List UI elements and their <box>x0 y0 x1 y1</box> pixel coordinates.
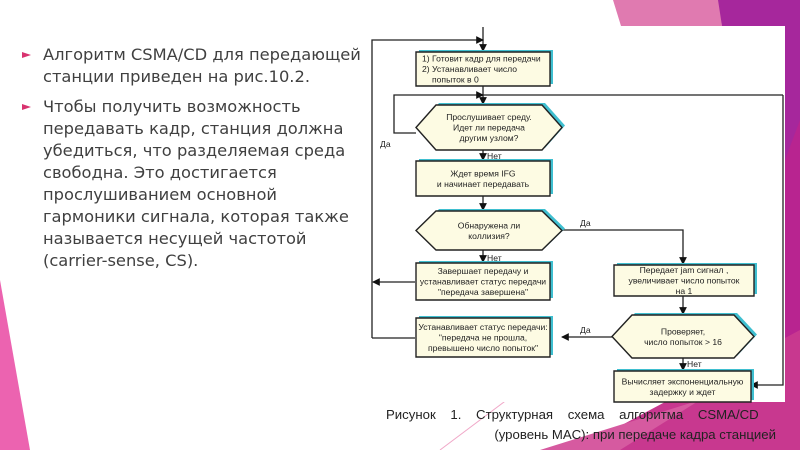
flow-node-fail: Устанавливает статус передачи:"передача … <box>415 316 553 358</box>
node-text: увеличивает число попыток <box>629 276 740 286</box>
bullet-text: Чтобы получить возможность передавать ка… <box>43 97 349 270</box>
node-text: коллизия? <box>468 231 510 241</box>
node-shape <box>415 104 563 151</box>
node-text: задержку и ждет <box>650 387 716 397</box>
node-text: устанавливает статус передачи <box>420 277 546 287</box>
node-text: "передача не прошла, <box>439 333 527 343</box>
bullet-item: Чтобы получить возможность передавать ка… <box>22 96 362 272</box>
node-text: и начинает передавать <box>437 179 530 189</box>
node-shape <box>414 210 564 251</box>
node-text: Идет ли передача <box>453 123 525 133</box>
bullet-list: Алгоритм CSMA/CD для передающей станции … <box>22 44 362 280</box>
connector-inner-loop <box>393 91 484 134</box>
node-text: превышено число попыток" <box>428 343 538 353</box>
label-check-yes: Да <box>580 325 591 335</box>
node-shape <box>613 370 752 403</box>
left-pink-wedge <box>0 280 30 450</box>
node-shape <box>415 51 551 87</box>
node-shape <box>415 262 551 301</box>
node-text: Передает jam сигнал , <box>640 265 729 275</box>
node-text: Проверяет, <box>661 326 705 336</box>
node-text: на 1 <box>676 286 693 296</box>
top-pink-band <box>613 0 722 26</box>
label-check-no: Нет <box>687 359 702 369</box>
node-text: попыток в 0 <box>432 75 479 85</box>
figure-caption: Рисунок 1. Структурная схема алгоритма C… <box>386 405 776 445</box>
node-shape <box>415 160 551 197</box>
connector-backoff-loop <box>750 95 784 389</box>
label-listen-no: Нет <box>487 151 502 161</box>
connector-outer-loop <box>371 36 484 338</box>
node-text: 2) Устанавливает число <box>422 64 517 74</box>
flow-node-jam: Передает jam сигнал ,увеличивает число п… <box>613 263 757 297</box>
caption-line-1: Рисунок 1. Структурная схема алгоритма C… <box>386 407 759 422</box>
bullet-arrow-icon <box>22 52 31 58</box>
caption-line-2: (уровень MAC): при передаче кадра станци… <box>494 427 776 442</box>
label-listen-yes: Да <box>380 139 391 149</box>
bottom-pink-light <box>540 400 700 450</box>
flow-node-check: Проверяет,число попыток > 16 <box>611 313 757 359</box>
node-shape <box>611 314 755 359</box>
bullet-item: Алгоритм CSMA/CD для передающей станции … <box>22 44 362 88</box>
connector-collision-jam <box>562 229 687 265</box>
node-text: другим узлом? <box>460 133 519 143</box>
label-collision-no: Нет <box>487 253 502 263</box>
node-text: Прослушивает среду. <box>446 112 532 122</box>
label-collision-yes: Да <box>580 218 591 228</box>
node-shape <box>415 317 551 358</box>
node-text: число попыток > 16 <box>644 337 722 347</box>
node-text: Обнаружена ли <box>458 220 521 230</box>
bullet-arrow-icon <box>22 104 31 110</box>
node-text: 1) Готовит кадр для передачи <box>422 54 541 64</box>
node-text: Завершает передачу и <box>438 266 529 276</box>
node-shape <box>613 264 755 297</box>
node-text: "передача завершена" <box>438 287 528 297</box>
flow-node-listen: Прослушивает среду.Идет ли передачадруги… <box>415 103 565 151</box>
node-text: Ждет время IFG <box>450 168 515 178</box>
bullet-text: Алгоритм CSMA/CD для передающей станции … <box>43 45 361 86</box>
node-text: Вычисляет экспоненциальную <box>622 376 744 386</box>
node-text: Устанавливает статус передачи: <box>418 322 547 332</box>
